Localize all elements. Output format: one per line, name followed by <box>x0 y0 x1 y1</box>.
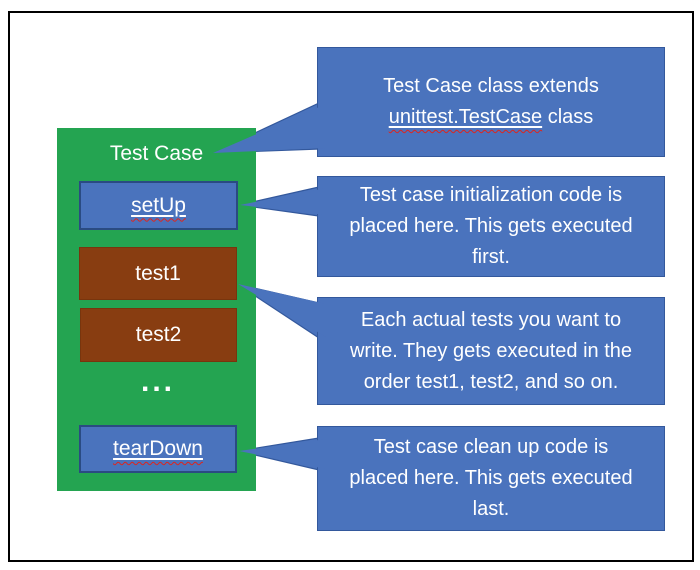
setup-label: setUp <box>131 194 186 218</box>
callout-line: order test1, test2, and so on. <box>363 370 619 393</box>
callout-line: first. <box>472 246 510 268</box>
teardown-label-text: tearDown <box>113 437 203 460</box>
test1-box: test1 <box>79 247 237 300</box>
callout-line: Each actual tests you want to <box>360 308 622 331</box>
callout-test-case-extends: Test Case class extends unittest.TestCas… <box>317 47 665 157</box>
outer-border <box>8 11 694 562</box>
callout-line: Test case initialization code is <box>359 184 623 206</box>
callout-line: Test Case class extends <box>383 75 599 97</box>
callout-line-suffix: class <box>542 106 594 128</box>
teardown-label: tearDown <box>113 437 203 461</box>
callout-setup-description: Test case initialization code is placed … <box>317 176 665 277</box>
test1-label: test1 <box>135 261 181 285</box>
test2-label: test2 <box>135 323 182 346</box>
callout-line: unittest.TestCase class <box>389 102 594 133</box>
callout-line: last. <box>472 498 510 520</box>
callout-line: Test case clean up code is <box>373 436 609 458</box>
setup-label-text: setUp <box>131 193 186 217</box>
callout-line: placed here. This gets executed <box>349 215 633 237</box>
callout-tests-description: Each actual tests you want to write. The… <box>317 297 665 405</box>
test2-box: test2 <box>80 308 237 362</box>
test-case-title: Test Case <box>109 142 204 165</box>
ellipsis-label: ... <box>140 365 175 398</box>
callout-teardown-description: Test case clean up code is placed here. … <box>317 426 665 531</box>
unittest-testcase-underlined: unittest.TestCase <box>388 106 543 128</box>
callout-line: placed here. This gets executed <box>349 467 633 489</box>
callout-line: write. They gets executed in the <box>349 339 632 362</box>
setup-box: setUp <box>79 181 238 230</box>
teardown-box: tearDown <box>79 425 237 473</box>
